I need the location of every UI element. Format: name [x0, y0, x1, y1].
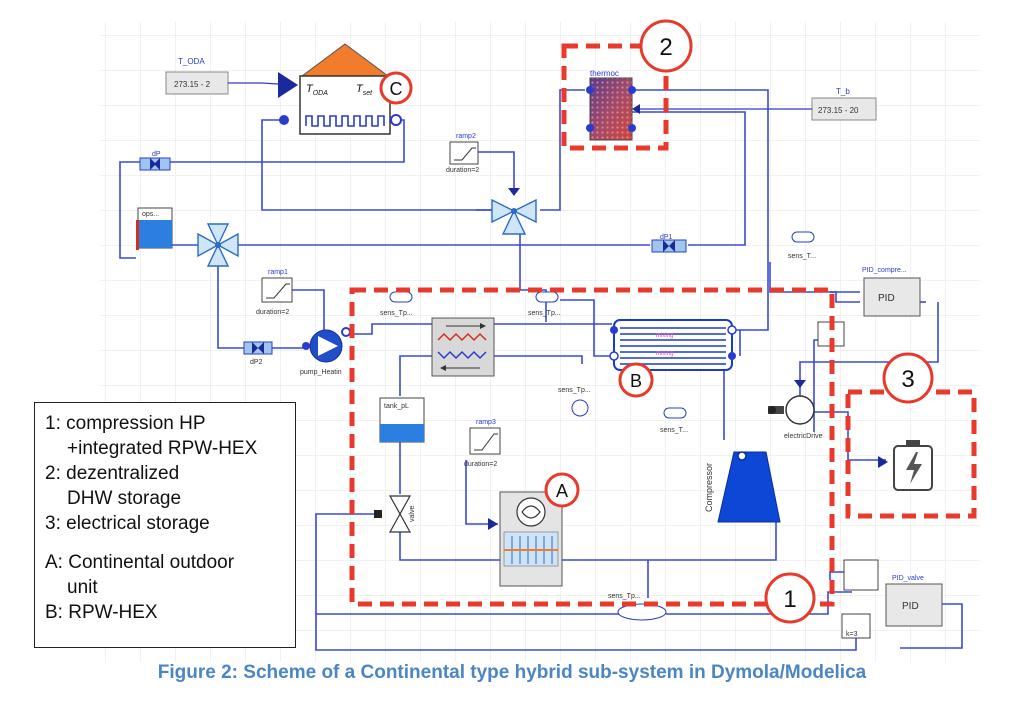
building-t-set-sub: set: [363, 90, 373, 97]
sensor-4[interactable]: sens_Tp...: [608, 593, 667, 621]
pid-compressor[interactable]: PID_compre... PID: [862, 267, 921, 317]
marker-b-label: B: [630, 371, 642, 391]
marker-c: C: [379, 71, 413, 105]
expansion-valve[interactable]: valve: [374, 495, 416, 533]
svg-text:TODA: TODA: [306, 83, 328, 97]
ramp2-name: ramp2: [456, 133, 476, 140]
legend-line-4: DHW storage: [67, 488, 182, 509]
t-oda-block[interactable]: T_ODA 273.15 - 2: [165, 57, 279, 95]
region-compression-hp: [349, 287, 835, 607]
building-block[interactable]: TODA Tset: [278, 43, 402, 135]
t-b-value: 273.15 - 20: [818, 106, 859, 115]
legend-line-2: +integrated RPW-HEX: [67, 438, 258, 459]
marker-2: 2: [639, 19, 693, 73]
pid-compressor-label: PID: [878, 293, 895, 304]
legend-line-3: 2: dezentralized: [45, 463, 180, 484]
heating-pump[interactable]: pump_Heatin: [300, 327, 351, 376]
ramp3-name: ramp3: [476, 419, 496, 426]
legend-box: 1: compression HP +integrated RPW-HEX 2:…: [34, 402, 296, 648]
constant-block[interactable]: k=3: [841, 613, 871, 639]
dp-sensor[interactable]: dP: [139, 151, 171, 171]
setpoint-block[interactable]: [843, 559, 879, 591]
ramp3-duration: duration=2: [464, 461, 497, 468]
valve-name: valve: [409, 506, 416, 522]
t-oda-name: T_ODA: [178, 57, 205, 66]
t-oda-value: 273.15 - 2: [174, 80, 211, 89]
compressor[interactable]: Compressor: [704, 451, 781, 523]
legend-line-6: A: Continental outdoor: [45, 552, 235, 573]
ramp2-block[interactable]: ramp2 duration=2: [446, 133, 479, 174]
tank-name: tank_pL: [384, 403, 409, 410]
marker-a-label: A: [556, 481, 568, 501]
sens6-name: sens_T...: [660, 427, 688, 434]
rpw-label-top: mixing: [656, 333, 673, 339]
ramp1-name: ramp1: [268, 269, 288, 276]
t-b-name: T_b: [836, 87, 850, 96]
dp2-sensor[interactable]: dP2: [243, 341, 273, 366]
legend-line-5: 3: electrical storage: [45, 513, 210, 534]
legend-line-1: 1: compression HP: [45, 413, 206, 434]
t-b-block[interactable]: T_b 273.15 - 20: [640, 87, 877, 121]
sensor-2[interactable]: sens_Tp...: [528, 291, 561, 317]
rpw-label-bottom: mixing: [656, 351, 673, 357]
sens4-name: sens_Tp...: [608, 593, 641, 600]
outdoor-unit[interactable]: [488, 491, 563, 587]
pump-name: pump_Heatin: [300, 369, 342, 376]
marker-3-label: 3: [901, 366, 914, 393]
sens1-name: sens_Tp...: [380, 310, 413, 317]
sensor-6[interactable]: sens_T...: [660, 407, 688, 434]
pid-valve-label: PID: [902, 601, 919, 612]
marker-1: 1: [764, 572, 816, 624]
ramp1-duration: duration=2: [256, 309, 289, 316]
const-label: k=3: [846, 631, 858, 638]
dp1-name: dP1: [660, 234, 673, 241]
sensor-5[interactable]: sens_T...: [788, 231, 816, 260]
compressor-name: Compressor: [704, 463, 714, 512]
region-electrical-storage: [845, 389, 977, 519]
marker-3: 3: [882, 352, 934, 404]
ops-name: ops...: [142, 211, 159, 218]
marker-b: B: [618, 362, 654, 398]
electric-drive-name: electricDrive: [784, 433, 823, 440]
building-t-oda-label: T: [306, 83, 314, 95]
dp1-sensor[interactable]: dP1: [651, 234, 687, 253]
legend-line-7: unit: [67, 577, 98, 598]
three-way-valve-top[interactable]: [491, 188, 537, 235]
ramp2-duration: duration=2: [446, 167, 479, 174]
sens2-name: sens_Tp...: [528, 310, 561, 317]
dp2-name: dP2: [250, 359, 263, 366]
sens3-name: sens_Tp...: [558, 387, 591, 394]
pid-compressor-name: PID_compre...: [862, 267, 907, 274]
marker-2-label: 2: [659, 34, 672, 61]
marker-c-label: C: [390, 79, 403, 99]
battery[interactable]: [878, 440, 933, 491]
building-t-oda-sub: ODA: [313, 90, 329, 97]
sens5-name: sens_T...: [788, 253, 816, 260]
expansion-vessel[interactable]: ops...: [136, 207, 173, 250]
thermo-name: thermoc: [590, 69, 619, 78]
legend-line-8: B: RPW-HEX: [45, 602, 158, 623]
sensor-3[interactable]: sens_Tp...: [558, 387, 591, 417]
pid-valve-name: PID_valve: [892, 575, 924, 582]
figure-caption: Figure 2: Scheme of a Continental type h…: [157, 662, 867, 683]
rpw-hex[interactable]: mixing mixing: [609, 319, 737, 371]
dhw-tank[interactable]: tank_pL: [379, 397, 425, 443]
ramp1-block[interactable]: ramp1 duration=2: [256, 269, 293, 316]
pid-valve[interactable]: PID_valve PID: [885, 575, 943, 627]
region-outlines: [349, 43, 977, 607]
marker-1-label: 1: [783, 586, 796, 613]
dp-name: dP: [152, 151, 161, 158]
three-way-valve-left[interactable]: [197, 223, 239, 267]
inner-heat-exchanger[interactable]: [431, 317, 495, 377]
electric-drive[interactable]: electricDrive: [768, 380, 823, 440]
thermal-storage-block[interactable]: thermoc: [586, 69, 640, 141]
ramp3-block[interactable]: ramp3 duration=2: [464, 419, 501, 468]
building-t-set-label: T: [356, 83, 364, 95]
svg-text:Tset: Tset: [356, 83, 373, 97]
region-dhw-storage: [561, 43, 669, 151]
marker-a: A: [544, 472, 580, 508]
